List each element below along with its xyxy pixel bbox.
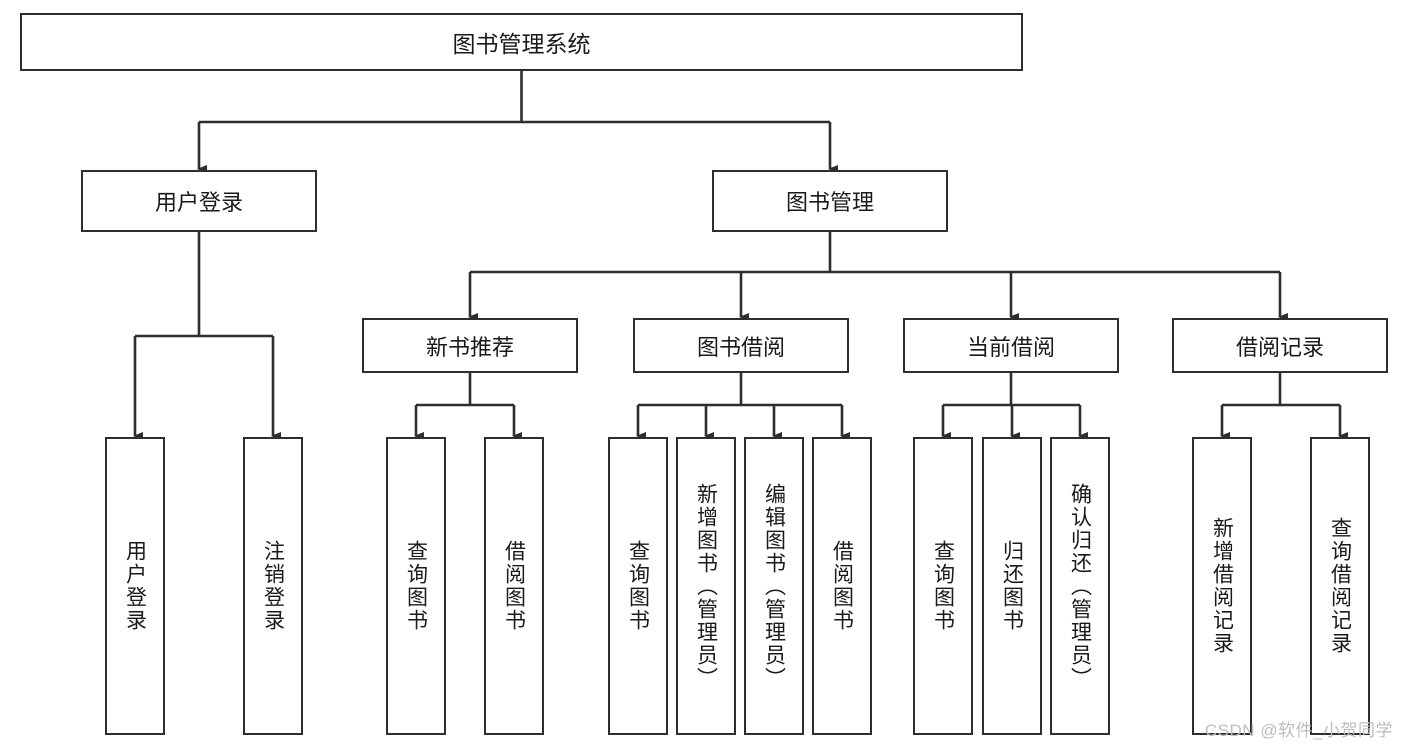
- node-label: 查询图书: [931, 540, 955, 632]
- node-label: 查询图书: [626, 540, 650, 632]
- node-new-book-rec[interactable]: 新书推荐: [362, 318, 578, 373]
- node-leaf-add-record[interactable]: 新增借阅记录: [1192, 437, 1252, 735]
- node-leaf-borrow-book-1[interactable]: 借阅图书: [484, 437, 544, 735]
- node-book-manage[interactable]: 图书管理: [712, 170, 948, 232]
- node-label: 新增借阅记录: [1210, 517, 1234, 655]
- node-label: 借阅图书: [830, 540, 854, 632]
- node-leaf-return-book[interactable]: 归还图书: [982, 437, 1042, 735]
- node-label: 新书推荐: [425, 334, 514, 360]
- node-label: 图书管理: [785, 190, 874, 215]
- node-label: 归还图书: [1000, 540, 1024, 632]
- node-leaf-query-book-2[interactable]: 查询图书: [608, 437, 668, 735]
- node-leaf-add-book[interactable]: 新增图书（管理员）: [676, 437, 736, 735]
- node-label: 借阅图书: [502, 540, 526, 632]
- node-borrow-record[interactable]: 借阅记录: [1172, 318, 1388, 373]
- node-label: 新增图书（管理员）: [694, 482, 718, 690]
- watermark: CSDN @软件_小贺同学: [1204, 721, 1393, 740]
- node-label: 当前借阅: [966, 334, 1055, 360]
- node-leaf-user-logout[interactable]: 注销登录: [243, 437, 303, 735]
- node-current-borrow[interactable]: 当前借阅: [903, 318, 1119, 373]
- node-leaf-edit-book[interactable]: 编辑图书（管理员）: [744, 437, 804, 735]
- node-leaf-query-book-1[interactable]: 查询图书: [386, 437, 446, 735]
- node-label: 查询借阅记录: [1328, 517, 1352, 655]
- node-label: 用户登录: [154, 190, 243, 215]
- node-label: 图书借阅: [696, 334, 785, 360]
- node-leaf-query-book-3[interactable]: 查询图书: [913, 437, 973, 735]
- node-label: 查询图书: [404, 540, 428, 632]
- node-leaf-borrow-book-2[interactable]: 借阅图书: [812, 437, 872, 735]
- node-leaf-confirm-return[interactable]: 确认归还（管理员）: [1050, 437, 1110, 735]
- node-leaf-query-record[interactable]: 查询借阅记录: [1310, 437, 1370, 735]
- node-root[interactable]: 图书管理系统: [20, 13, 1023, 71]
- node-label: 编辑图书（管理员）: [762, 482, 786, 690]
- node-book-borrow[interactable]: 图书借阅: [633, 318, 849, 373]
- node-user-login[interactable]: 用户登录: [81, 170, 317, 232]
- connector-lines: [133, 71, 1348, 440]
- node-label: 注销登录: [261, 540, 285, 632]
- node-label: 借阅记录: [1235, 334, 1324, 360]
- node-label: 确认归还（管理员）: [1068, 482, 1092, 690]
- node-leaf-user-login[interactable]: 用户登录: [105, 437, 165, 735]
- node-label: 用户登录: [123, 540, 147, 632]
- node-label: 图书管理系统: [452, 31, 591, 57]
